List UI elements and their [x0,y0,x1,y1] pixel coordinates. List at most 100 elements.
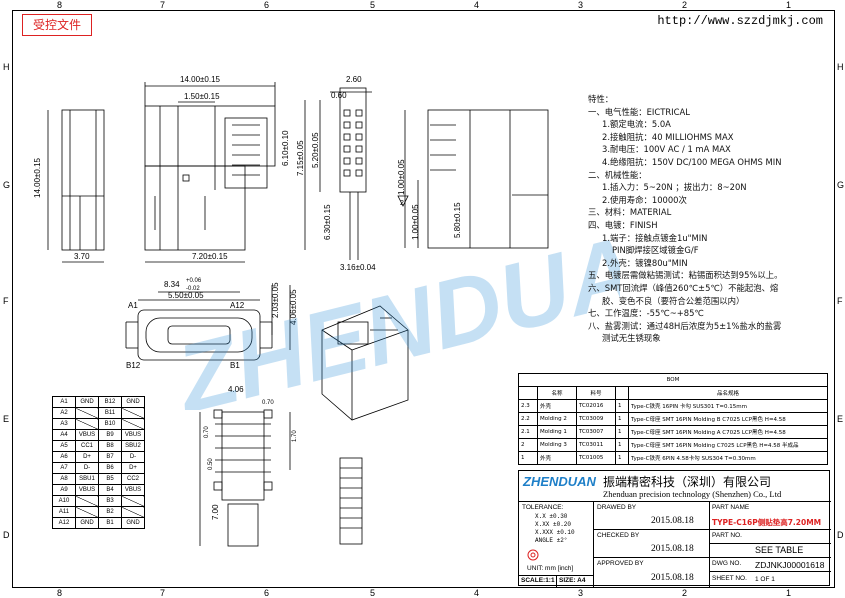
spec-title: 特性： [588,94,614,104]
controlled-document-stamp: 受控文件 [22,14,92,36]
spec-reflow-2: 胶、变色不良（要符合公差范围以内） [602,295,745,306]
dim-face-height-b: 4.06±0.05 [289,289,298,325]
pin-cell: A12 [52,517,76,529]
spec-mechanical: 二、机械性能： [588,169,647,180]
pin-cell: B3 [98,495,122,507]
pin-cell: VBUS [121,429,145,441]
bom-header: 名称 [537,386,577,400]
dim-profile-a: 1.00±0.05 [397,159,406,195]
dim-total-height: 14.00±0.15 [33,157,42,198]
dwg-no-value: ZDJNKJ00001618 [755,560,825,570]
part-name-value: TYPE-C16P侧贴垫高7.20MM [712,518,822,527]
tolerance-three: X.XXX ±0.10 [535,529,575,536]
bom-cell: 1 [615,451,629,465]
characteristics-notes: 特性： 一、电气性能：EICTRICAL 1.额定电流：5.0A 2.接触阻抗：… [588,93,783,345]
spec-voltage: 3.耐电压：100V AC / 1 mA MAX [602,144,731,155]
scale-label: SCALE:1:1 [521,577,555,584]
bom-cell: 2.3 [518,399,538,413]
pin-cell: B9 [98,429,122,441]
ruler-left-e: E [3,414,10,424]
dim-profile-c: 5.80±0.15 [453,202,462,238]
dim-footprint-a: 0.70 [262,400,274,406]
pin-cell: D- [121,451,145,463]
label-b1: B1 [230,361,240,370]
sheet-frame [12,10,835,588]
pin-cell: A2 [52,407,76,419]
side-view [304,87,372,260]
bom-cell: 1 [615,399,629,413]
projection-symbol-icon [527,549,539,561]
bom-cell: TC03007 [576,425,616,439]
tolerance-label: TOLERANCE: [522,504,564,511]
table-row: A11 B2 [52,506,145,518]
pin-cell: A11 [52,506,76,518]
spec-shell-plating: 2.外壳：镀镍80u"MIN [602,257,688,268]
bom-cell: Type-C母座 SMT 16PIN Molding A C7025 LCP黑色… [628,425,828,439]
dim-face-tol-minus: -0.02 [186,286,200,292]
pin-cell: VBUS [75,484,99,496]
pin-cell: GND [75,517,99,529]
ruler-top-7: 7 [160,0,166,10]
spec-insertion-force: 1.插入力：5~20N ；拔出力：8~20N [602,182,747,193]
pin-cell: SBU2 [121,440,145,452]
ruler-right-e: E [837,414,844,424]
bom-cell: Molding 3 [537,438,577,452]
pin-cell: D+ [75,451,99,463]
pin-cell: A9 [52,484,76,496]
pin-cell: GND [121,517,145,529]
ruler-bottom-7: 7 [160,588,166,598]
pin-cell: B12 [98,396,122,408]
ruler-top-8: 8 [57,0,63,10]
pcb-footprint-view [199,409,363,547]
pin-cell [75,418,99,430]
bom-cell: TC03011 [576,438,616,452]
pin-cell [121,407,145,419]
label-a12: A12 [230,301,245,310]
front-view [61,105,276,251]
dim-footprint-b: 0.50 [208,458,214,470]
dim-footprint-d: 7.00 [211,504,220,520]
spec-temperature: 七、工作温度：-55℃~+85℃ [588,308,704,319]
ruler-top-6: 6 [264,0,270,10]
dim-side-height-c: 6.10±0.10 [281,130,290,166]
bom-cell: 1 [615,412,629,426]
bom-cell: Type-C母座 SMT 16PIN Molding B C7025 LCP黑色… [628,412,828,426]
pin-cell: CC2 [121,473,145,485]
ruler-left-f: F [3,296,9,306]
bom-header: 品名规格 [628,386,828,400]
pin-cell: A3 [52,418,76,430]
pin-cell: B6 [98,462,122,474]
bom-cell: Molding 1 [537,425,577,439]
pin-cell: VBUS [121,484,145,496]
dim-face-tol-plus: +0.06 [186,278,202,284]
pin-cell: B2 [98,506,122,518]
dim-body-width: 7.20±0.15 [192,252,228,261]
ruler-top-1: 1 [786,0,792,10]
pin-cell [121,506,145,518]
pin-cell [121,418,145,430]
isometric-view [321,305,409,421]
bom-header [615,386,629,400]
ruler-right-f: F [837,296,843,306]
tolerance-one: X.X ±0.30 [535,513,568,520]
pin-cell [75,407,99,419]
title-block: ZHENDUAN 振端精密科技（深圳）有限公司 Zhenduan precisi… [518,470,831,587]
dim-side-bottom: 3.16±0.04 [340,263,376,272]
unit-label: UNIT: mm [inch] [527,565,574,572]
dim-face-height-a: 2.03±0.05 [271,282,280,318]
pin-cell [75,495,99,507]
dim-side-height-b: 5.20±0.05 [311,132,320,168]
company-url[interactable]: http://www.szzdjmkj.com [657,14,823,28]
company-logo: ZHENDUAN [523,474,596,489]
ruler-top-2: 2 [682,0,688,10]
